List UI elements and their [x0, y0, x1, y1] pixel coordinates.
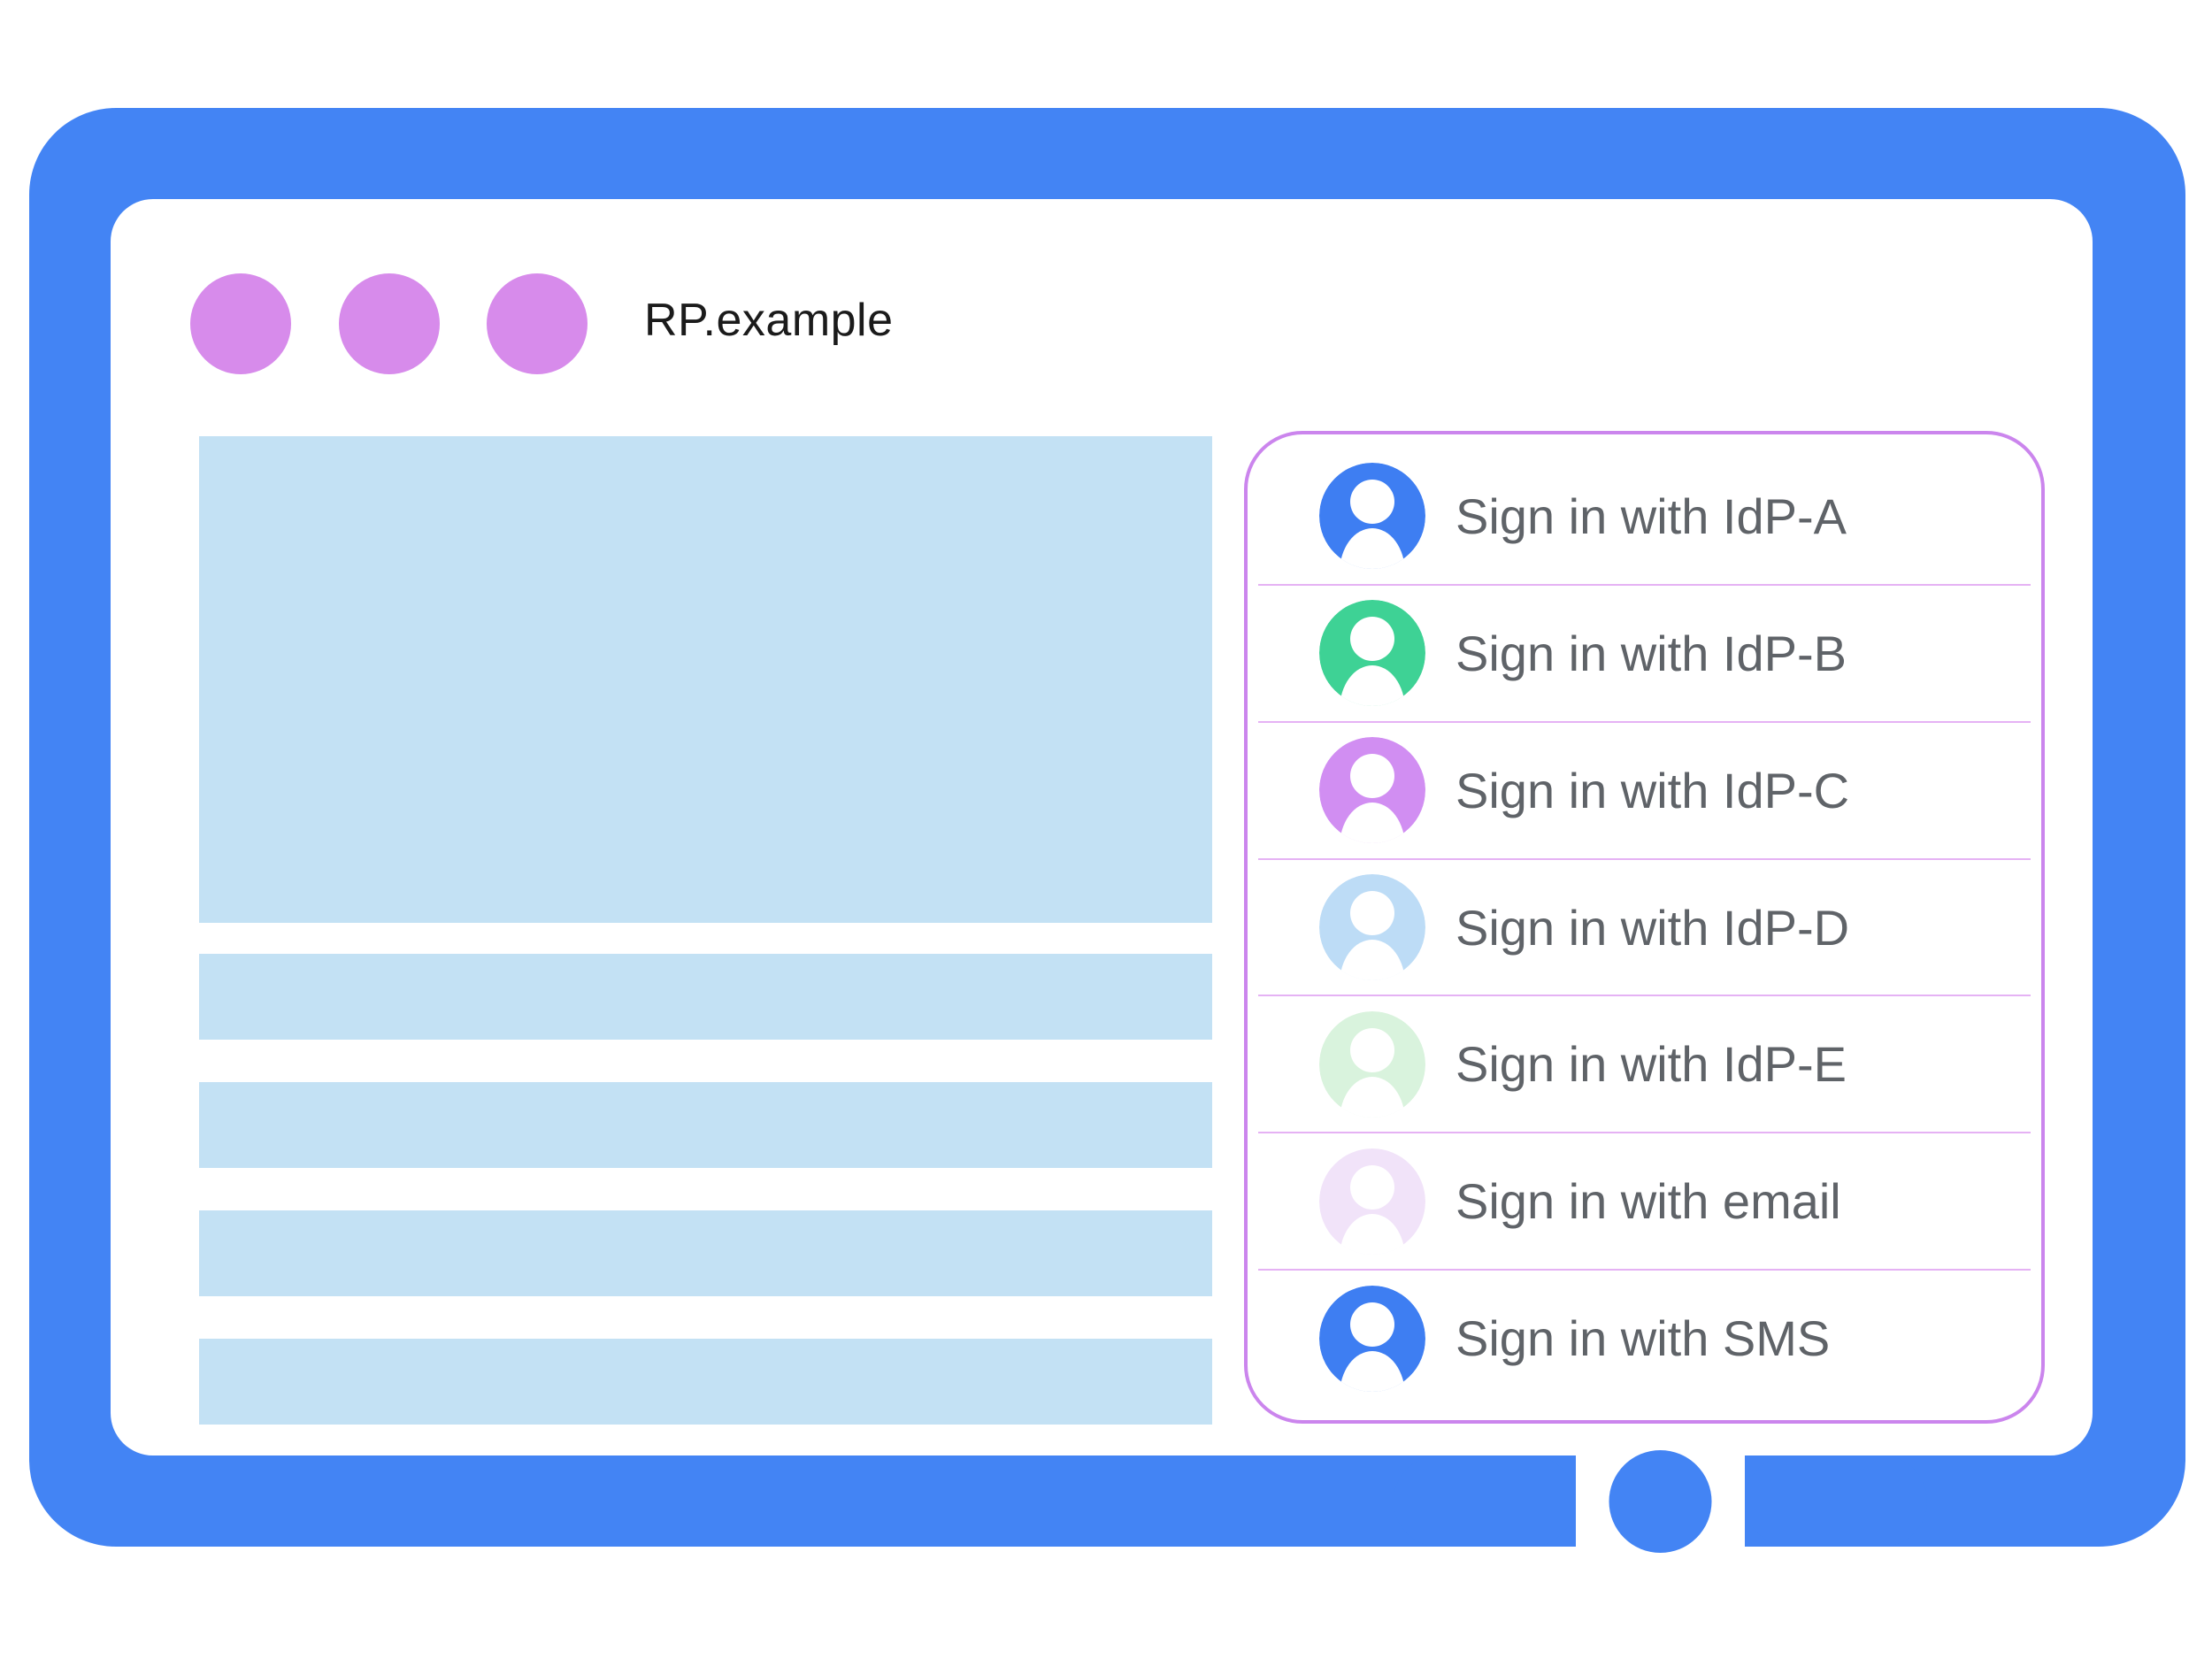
- signin-option-idp-c[interactable]: Sign in with IdP-C: [1258, 720, 2031, 858]
- content-placeholder-line: [199, 1339, 1212, 1425]
- user-avatar-icon: [1319, 1148, 1425, 1255]
- signin-option-label: Sign in with IdP-E: [1455, 1036, 1847, 1093]
- signin-option-label: Sign in with IdP-B: [1455, 625, 1847, 681]
- signin-option-label: Sign in with IdP-A: [1455, 488, 1847, 544]
- signin-option-sms[interactable]: Sign in with SMS: [1258, 1269, 2031, 1406]
- content-placeholder-line: [199, 954, 1212, 1040]
- signin-option-idp-e[interactable]: Sign in with IdP-E: [1258, 995, 2031, 1132]
- notch-circle: [1609, 1450, 1712, 1553]
- user-avatar-icon: [1319, 737, 1425, 844]
- user-avatar-icon: [1319, 1010, 1425, 1118]
- window-dot: [487, 273, 588, 374]
- page-title: RP.example: [644, 295, 894, 346]
- bottom-bar-left-cap: [1394, 1455, 1576, 1547]
- user-avatar-icon: [1319, 874, 1425, 980]
- signin-option-idp-d[interactable]: Sign in with IdP-D: [1258, 857, 2031, 995]
- content-placeholder-line: [199, 1210, 1212, 1296]
- content-placeholder-hero: [199, 436, 1212, 923]
- signin-option-label: Sign in with SMS: [1455, 1310, 1831, 1367]
- signin-option-label: Sign in with IdP-D: [1455, 899, 1850, 956]
- signin-option-idp-a[interactable]: Sign in with IdP-A: [1258, 449, 2031, 584]
- window-dot: [190, 273, 291, 374]
- content-placeholder-line: [199, 1082, 1212, 1168]
- user-avatar-icon: [1319, 463, 1425, 570]
- signin-option-label: Sign in with IdP-C: [1455, 762, 1850, 818]
- signin-option-idp-b[interactable]: Sign in with IdP-B: [1258, 583, 2031, 721]
- signin-panel: Sign in with IdP-A Sign in with IdP-B: [1244, 431, 2045, 1424]
- signin-option-email[interactable]: Sign in with email: [1258, 1132, 2031, 1269]
- signin-option-label: Sign in with email: [1455, 1173, 1841, 1230]
- user-avatar-icon: [1319, 600, 1425, 707]
- user-avatar-icon: [1319, 1285, 1425, 1392]
- window-dot: [339, 273, 440, 374]
- bottom-bar-right-cap: [1745, 1455, 1927, 1547]
